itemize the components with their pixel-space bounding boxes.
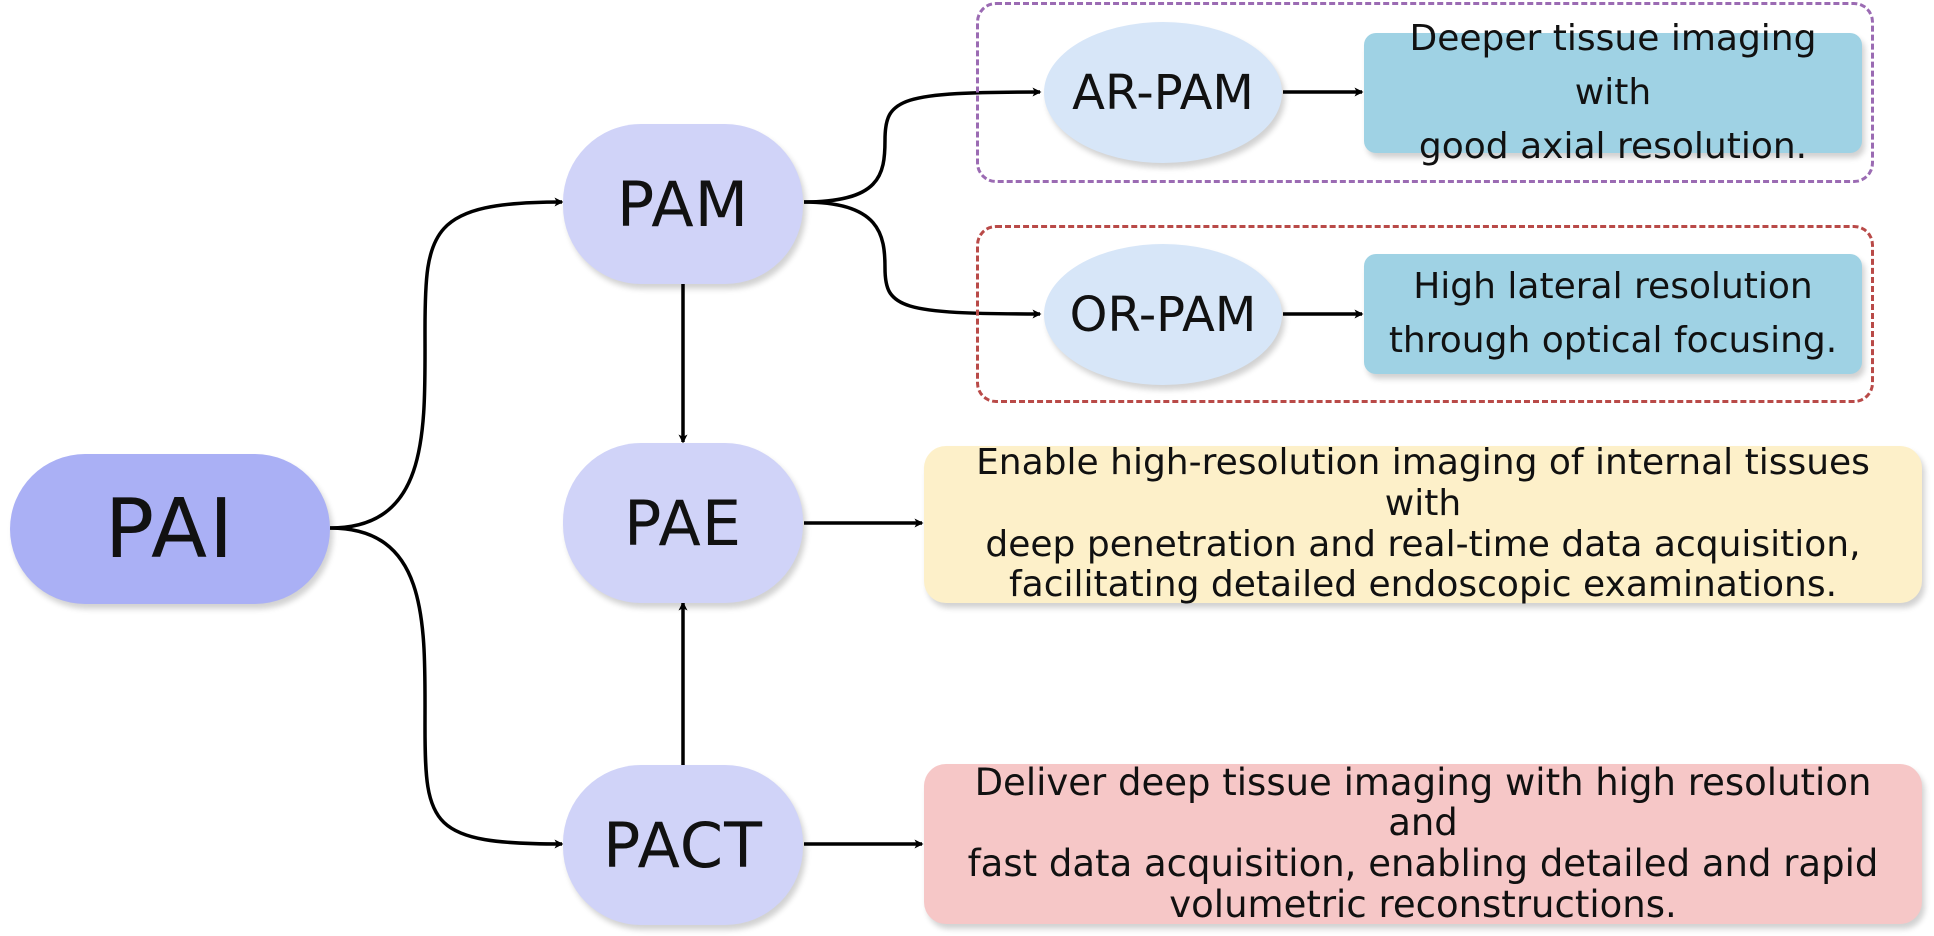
pact-label: PACT — [603, 808, 763, 882]
pae-description: Enable high-resolution imaging of intern… — [924, 442, 1922, 606]
pae-node[interactable]: PAE — [563, 443, 803, 603]
ar-pam-desc-line-2: good axial resolution. — [1418, 126, 1808, 167]
ar-pam-label: AR-PAM — [1072, 64, 1254, 121]
pai-node[interactable]: PAI — [10, 454, 330, 604]
edge-pam-arpam — [803, 87, 1042, 204]
ar-pam-group-frame — [976, 2, 1874, 183]
or-pam-desc-line-2: through optical focusing. — [1388, 320, 1838, 361]
pact-description: Deliver deep tissue imaging with high re… — [924, 760, 1922, 926]
pact-node[interactable]: PACT — [563, 765, 803, 925]
or-pam-group-frame — [976, 225, 1874, 403]
or-pam-node[interactable]: OR-PAM — [1044, 244, 1282, 385]
pae-desc-line-3: facilitating detailed endoscopic examina… — [1008, 564, 1838, 606]
pam-label: PAM — [616, 167, 750, 241]
pai-label: PAI — [104, 481, 236, 577]
pam-node[interactable]: PAM — [563, 124, 803, 284]
or-pam-label: OR-PAM — [1069, 286, 1257, 343]
or-pam-description: High lateral resolution through optical … — [1364, 254, 1862, 374]
ar-pam-desc-line-1: Deeper tissue imaging with — [1409, 18, 1817, 113]
pact-desc-line-3: volumetric reconstructions. — [1169, 882, 1677, 926]
pact-desc-line-2: fast data acquisition, enabling detailed… — [967, 842, 1879, 885]
or-pam-desc-line-1: High lateral resolution — [1413, 266, 1813, 307]
ar-pam-description: Deeper tissue imaging with good axial re… — [1364, 18, 1862, 167]
pae-label: PAE — [623, 486, 742, 560]
edge-pai-pact — [329, 526, 564, 849]
ar-pam-node[interactable]: AR-PAM — [1044, 22, 1282, 163]
edge-pai-pam — [329, 197, 564, 530]
pae-desc-line-1: Enable high-resolution imaging of intern… — [976, 442, 1870, 524]
edge-pam-orpam — [803, 200, 1042, 319]
pae-desc-line-2: deep penetration and real-time data acqu… — [985, 523, 1861, 565]
pact-desc-line-1: Deliver deep tissue imaging with high re… — [974, 760, 1872, 845]
